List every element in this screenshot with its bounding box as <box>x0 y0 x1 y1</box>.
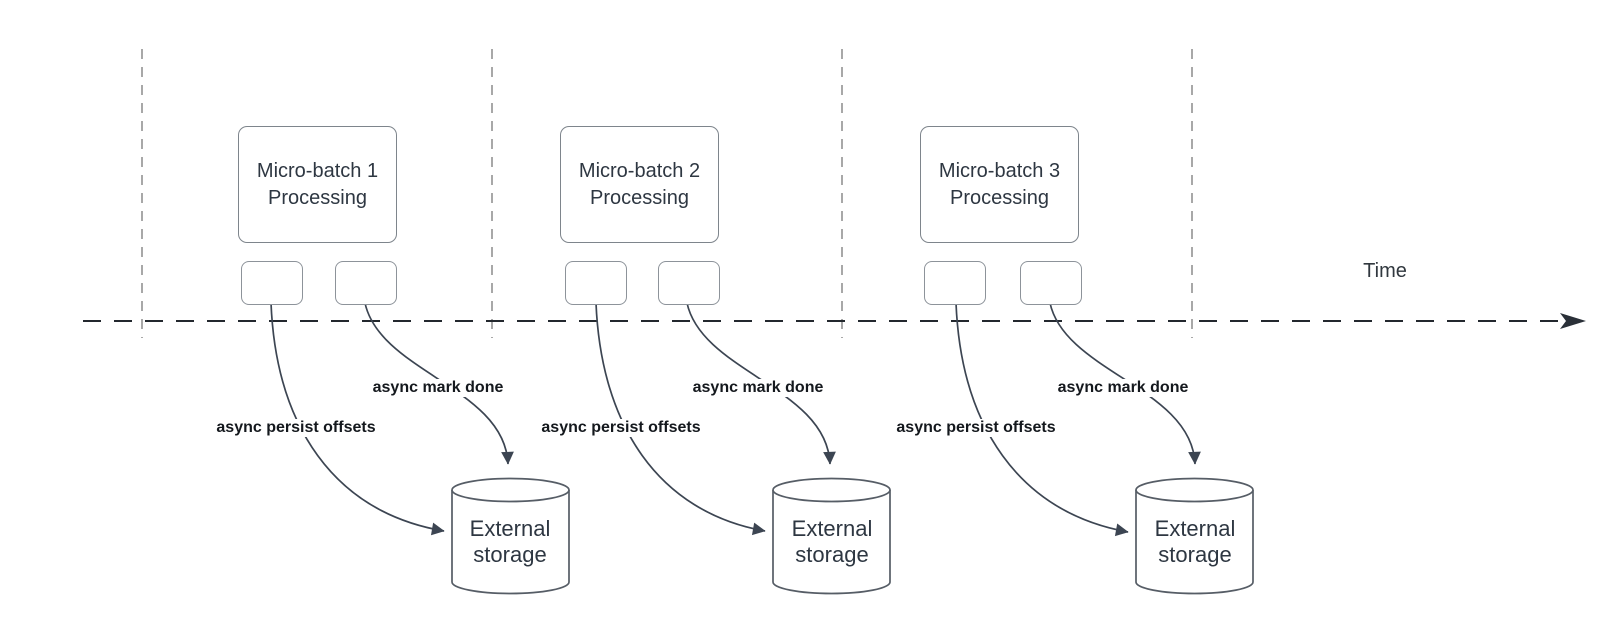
async-mark-done-label-3: async mark done <box>1054 379 1192 397</box>
external-storage-line1: External <box>791 516 873 541</box>
external-storage-line2: storage <box>1158 542 1232 567</box>
async-persist-offsets-arrow-1 <box>270 302 445 536</box>
external-storage-cylinder-2 <box>772 477 891 595</box>
mark-done-task-box-2 <box>658 261 720 305</box>
cylinder-body <box>1135 490 1254 595</box>
micro-batch-box-title: Micro-batch 1 <box>256 159 379 182</box>
mark-done-task-box-3 <box>1020 261 1082 305</box>
async-persist-offsets-arrow-2 <box>595 302 766 536</box>
async-mark-done-label-2: async mark done <box>689 379 827 397</box>
cylinder-body <box>772 490 891 595</box>
external-storage-line1: External <box>469 516 551 541</box>
async-mark-done-label-1: async mark done <box>369 379 507 397</box>
cylinder-body <box>451 490 570 595</box>
micro-batch-box-subtitle: Processing <box>950 186 1049 209</box>
cylinder-top <box>451 477 570 503</box>
external-storage-line2: storage <box>473 542 547 567</box>
cylinder-top <box>1135 477 1254 503</box>
external-storage-cylinder-3 <box>1135 477 1254 595</box>
mark-done-task-box-1 <box>335 261 397 305</box>
micro-batch-box-subtitle: Processing <box>590 186 689 209</box>
persist-offsets-task-box-1 <box>241 261 303 305</box>
micro-batch-processing-box-1: Micro-batch 1 Processing <box>238 126 397 243</box>
external-storage-line1: External <box>1154 516 1236 541</box>
async-persist-offsets-arrow-3 <box>955 302 1129 537</box>
time-axis-label: Time <box>1363 260 1407 282</box>
micro-batch-box-title: Micro-batch 3 <box>938 159 1061 182</box>
external-storage-label-1: External storage <box>450 516 570 568</box>
external-storage-cylinder-1 <box>451 477 570 595</box>
micro-batch-processing-box-2: Micro-batch 2 Processing <box>560 126 719 243</box>
async-persist-offsets-label-1: async persist offsets <box>213 419 379 437</box>
micro-batch-box-title: Micro-batch 2 <box>578 159 701 182</box>
external-storage-line2: storage <box>795 542 869 567</box>
micro-batch-processing-box-3: Micro-batch 3 Processing <box>920 126 1079 243</box>
external-storage-label-3: External storage <box>1135 516 1255 568</box>
time-axis-arrowhead-icon <box>1560 313 1586 329</box>
persist-offsets-task-box-3 <box>924 261 986 305</box>
persist-offsets-task-box-2 <box>565 261 627 305</box>
cylinder-top <box>772 477 891 503</box>
async-persist-offsets-label-3: async persist offsets <box>893 419 1059 437</box>
async-persist-offsets-label-2: async persist offsets <box>538 419 704 437</box>
micro-batch-box-subtitle: Processing <box>268 186 367 209</box>
external-storage-label-2: External storage <box>772 516 892 568</box>
